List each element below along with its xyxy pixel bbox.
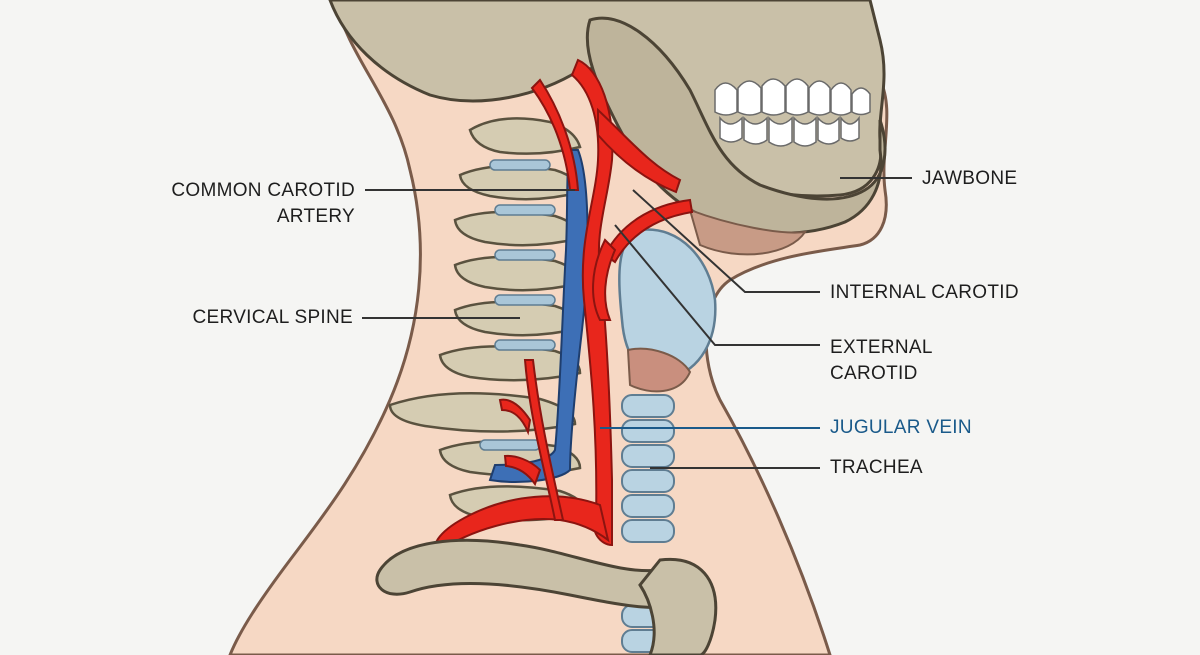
label-external-carotid-line1: EXTERNAL bbox=[830, 337, 933, 358]
jugular-vein-shape bbox=[488, 149, 589, 483]
label-external-carotid-line2: CAROTID bbox=[830, 363, 918, 384]
label-trachea: TRACHEA bbox=[830, 457, 923, 478]
carotid-arteries bbox=[434, 58, 694, 554]
leader-external-carotid bbox=[614, 224, 820, 346]
label-common-carotid-artery: COMMON CAROTID ARTERY bbox=[160, 178, 355, 230]
label-common-carotid-line1: COMMON CAROTID bbox=[171, 180, 355, 201]
label-jawbone: JAWBONE bbox=[922, 168, 1018, 189]
label-cervical-spine: CERVICAL SPINE bbox=[192, 307, 353, 328]
first-rib bbox=[638, 557, 718, 655]
leader-internal-carotid bbox=[632, 189, 820, 293]
label-external-carotid: EXTERNAL CAROTID bbox=[830, 335, 933, 387]
floor-muscle bbox=[688, 208, 808, 256]
leader-lines bbox=[362, 177, 912, 469]
label-common-carotid-line2: ARTERY bbox=[276, 206, 355, 227]
teeth bbox=[714, 78, 871, 147]
label-jugular-vein: JUGULAR VEIN bbox=[830, 417, 972, 438]
label-internal-carotid: INTERNAL CAROTID bbox=[830, 282, 1019, 303]
larynx-tissue bbox=[626, 347, 692, 393]
